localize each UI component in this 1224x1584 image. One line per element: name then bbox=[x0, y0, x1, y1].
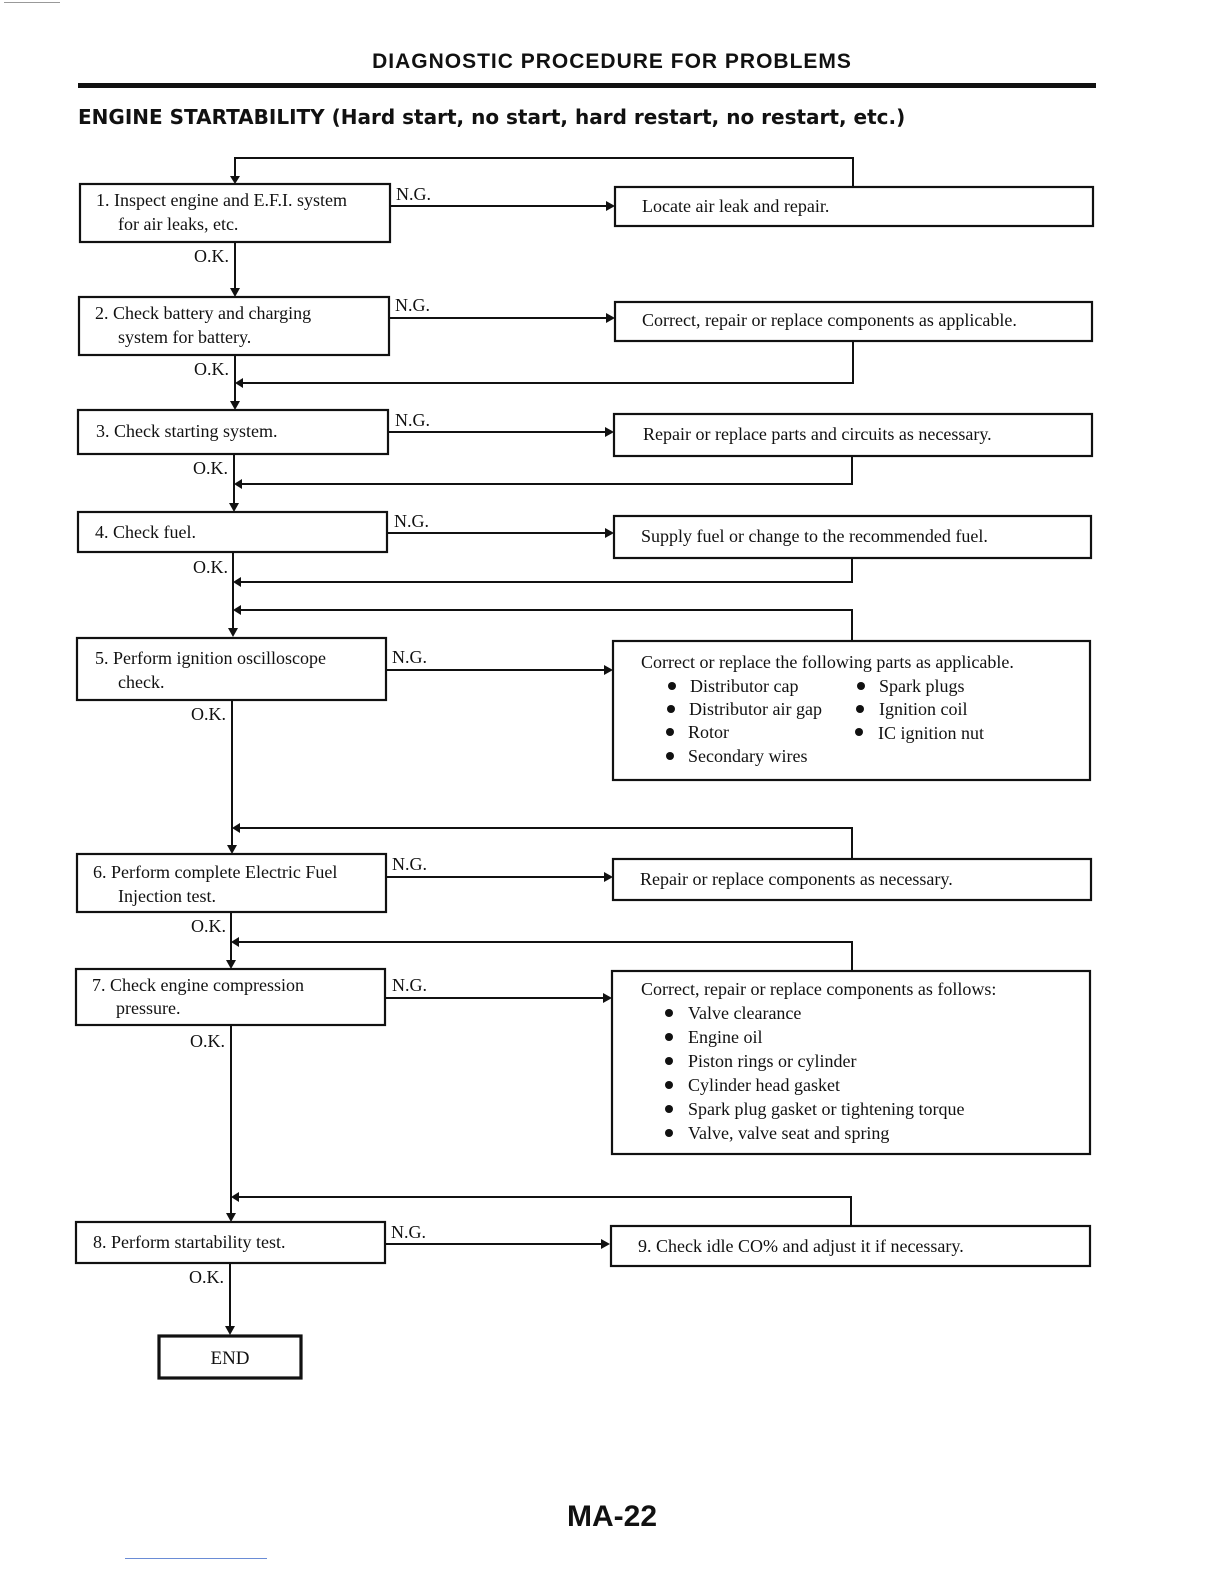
bullet-icon bbox=[666, 728, 674, 736]
ok-label: O.K. bbox=[194, 359, 229, 379]
ng-label: N.G. bbox=[394, 511, 429, 531]
ng-label: N.G. bbox=[392, 975, 427, 995]
action-5-bullet: Distributor air gap bbox=[689, 699, 822, 719]
step-6-line-1: 6. Perform complete Electric Fuel bbox=[93, 862, 337, 882]
step-7-line-2: pressure. bbox=[116, 998, 180, 1018]
step-8-box: 8. Perform startability test. bbox=[74, 1220, 387, 1265]
bullet-icon bbox=[665, 1081, 673, 1089]
action-3-text: Repair or replace parts and circuits as … bbox=[643, 424, 992, 444]
end-label: END bbox=[210, 1348, 249, 1369]
action-7-bullet: Valve clearance bbox=[688, 1003, 801, 1023]
ok-label: O.K. bbox=[193, 557, 228, 577]
bullet-icon bbox=[665, 1009, 673, 1017]
action-9-box: 9. Check idle CO% and adjust it if neces… bbox=[609, 1224, 1092, 1268]
bullet-icon bbox=[856, 705, 864, 713]
ng-label: N.G. bbox=[396, 184, 431, 204]
top-edge-mark bbox=[4, 2, 60, 3]
action-7-box: Correct, repair or replace components as… bbox=[610, 969, 1092, 1156]
action-7-bullet: Valve, valve seat and spring bbox=[688, 1123, 889, 1143]
action-3-box: Repair or replace parts and circuits as … bbox=[612, 412, 1094, 458]
ok-label: O.K. bbox=[194, 246, 229, 266]
bottom-edge-mark bbox=[125, 1558, 267, 1559]
bullet-icon bbox=[665, 1105, 673, 1113]
ng-label: N.G. bbox=[392, 854, 427, 874]
step-5-line-2: check. bbox=[118, 672, 164, 692]
connectors bbox=[225, 157, 854, 1335]
step-8-line-1: 8. Perform startability test. bbox=[93, 1232, 285, 1252]
ok-label: O.K. bbox=[189, 1267, 224, 1287]
step-5-box: 5. Perform ignition oscilloscope check. bbox=[75, 636, 388, 702]
step-4-line-1: 4. Check fuel. bbox=[95, 522, 196, 542]
action-5-bullet: Rotor bbox=[688, 722, 729, 742]
action-5-text: Correct or replace the following parts a… bbox=[641, 652, 1014, 672]
bullet-icon bbox=[665, 1033, 673, 1041]
step-3-box: 3. Check starting system. bbox=[76, 408, 390, 456]
action-1-box: Locate air leak and repair. bbox=[613, 185, 1095, 228]
ng-label: N.G. bbox=[391, 1222, 426, 1242]
action-9-text: 9. Check idle CO% and adjust it if neces… bbox=[638, 1236, 964, 1256]
bullet-icon bbox=[668, 682, 676, 690]
step-7-box: 7. Check engine compression pressure. bbox=[74, 967, 387, 1027]
action-5-bullet: Secondary wires bbox=[688, 746, 807, 766]
step-1-line-2: for air leaks, etc. bbox=[118, 214, 238, 234]
step-1-box: 1. Inspect engine and E.F.I. system for … bbox=[78, 182, 392, 244]
ok-labels: O.K. O.K. O.K. O.K. O.K. O.K. O.K. O.K. bbox=[189, 246, 229, 1287]
bullet-icon bbox=[855, 728, 863, 736]
action-4-text: Supply fuel or change to the recommended… bbox=[641, 526, 988, 546]
step-6-line-2: Injection test. bbox=[118, 886, 216, 906]
action-5-bullet: Spark plugs bbox=[879, 676, 965, 696]
page-header: DIAGNOSTIC PROCEDURE FOR PROBLEMS bbox=[372, 50, 852, 73]
bullet-icon bbox=[667, 705, 675, 713]
ng-labels: N.G. N.G. N.G. N.G. N.G. N.G. N.G. N.G. bbox=[391, 184, 431, 1242]
ng-label: N.G. bbox=[395, 410, 430, 430]
action-5-box: Correct or replace the following parts a… bbox=[611, 639, 1092, 782]
action-7-text: Correct, repair or replace components as… bbox=[641, 979, 996, 999]
header-rule bbox=[78, 83, 1096, 88]
action-1-text: Locate air leak and repair. bbox=[642, 196, 829, 216]
end-box: END bbox=[157, 1334, 303, 1380]
action-7-bullet: Piston rings or cylinder bbox=[688, 1051, 857, 1071]
bullet-icon bbox=[857, 682, 865, 690]
ng-label: N.G. bbox=[392, 647, 427, 667]
action-5-bullet: IC ignition nut bbox=[878, 723, 984, 743]
step-1-line-1: 1. Inspect engine and E.F.I. system bbox=[96, 190, 347, 210]
action-2-text: Correct, repair or replace components as… bbox=[642, 310, 1017, 330]
ok-label: O.K. bbox=[191, 916, 226, 936]
ng-label: N.G. bbox=[395, 295, 430, 315]
step-2-line-2: system for battery. bbox=[118, 327, 251, 347]
action-6-box: Repair or replace components as necessar… bbox=[611, 857, 1093, 902]
bullet-icon bbox=[665, 1129, 673, 1137]
action-5-bullet: Distributor cap bbox=[690, 676, 798, 696]
action-2-box: Correct, repair or replace components as… bbox=[613, 300, 1094, 343]
ok-label: O.K. bbox=[193, 458, 228, 478]
step-2-line-1: 2. Check battery and charging bbox=[95, 303, 311, 323]
bullet-icon bbox=[665, 1057, 673, 1065]
action-5-bullet: Ignition coil bbox=[879, 699, 968, 719]
action-4-box: Supply fuel or change to the recommended… bbox=[612, 514, 1093, 560]
step-4-box: 4. Check fuel. bbox=[76, 510, 389, 554]
step-5-line-1: 5. Perform ignition oscilloscope bbox=[95, 648, 326, 668]
step-6-box: 6. Perform complete Electric Fuel Inject… bbox=[75, 852, 388, 914]
step-2-box: 2. Check battery and charging system for… bbox=[77, 295, 391, 357]
bullet-icon bbox=[666, 752, 674, 760]
ok-label: O.K. bbox=[190, 1031, 225, 1051]
action-7-bullet: Cylinder head gasket bbox=[688, 1075, 840, 1095]
action-6-text: Repair or replace components as necessar… bbox=[640, 869, 953, 889]
action-7-bullet: Engine oil bbox=[688, 1027, 763, 1047]
step-7-line-1: 7. Check engine compression bbox=[92, 975, 304, 995]
page-number: MA-22 bbox=[566, 1500, 657, 1533]
ok-label: O.K. bbox=[191, 704, 226, 724]
step-3-line-1: 3. Check starting system. bbox=[96, 421, 277, 441]
action-7-bullet: Spark plug gasket or tightening torque bbox=[688, 1099, 964, 1119]
section-title: ENGINE STARTABILITY (Hard start, no star… bbox=[78, 105, 906, 129]
